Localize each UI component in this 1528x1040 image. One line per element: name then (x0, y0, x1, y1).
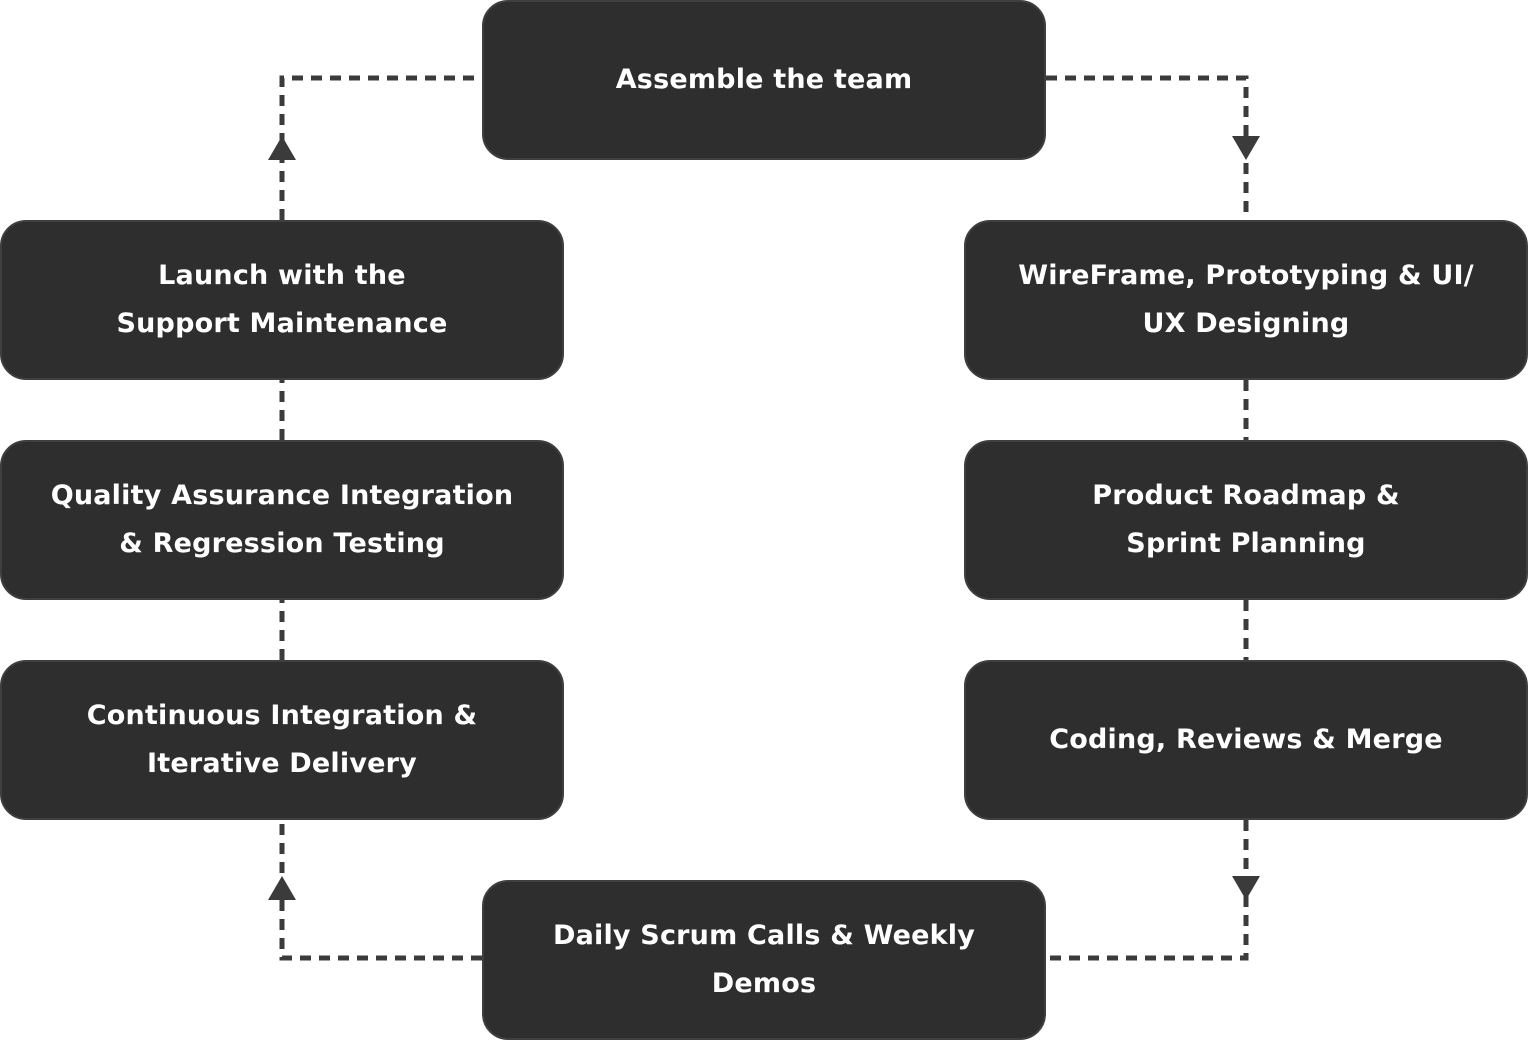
connector-scrum-to-ci (279, 820, 482, 961)
arrow-down-icon (1232, 136, 1260, 160)
arrow-up-icon (268, 876, 296, 900)
connector-assemble-to-wireframe (1046, 75, 1249, 220)
arrow-up-icon (268, 136, 296, 160)
node-wireframe-prototyping: WireFrame, Prototyping & UI/ UX Designin… (964, 220, 1528, 380)
connector-launch-to-assemble (279, 75, 482, 220)
node-daily-scrum: Daily Scrum Calls & Weekly Demos (482, 880, 1046, 1040)
node-quality-assurance: Quality Assurance Integration & Regressi… (0, 440, 564, 600)
node-product-roadmap: Product Roadmap & Sprint Planning (964, 440, 1528, 600)
node-coding-reviews: Coding, Reviews & Merge (964, 660, 1528, 820)
node-assemble-the-team: Assemble the team (482, 0, 1046, 160)
arrow-down-icon (1232, 876, 1260, 900)
node-launch-support: Launch with the Support Maintenance (0, 220, 564, 380)
node-continuous-integration: Continuous Integration & Iterative Deliv… (0, 660, 564, 820)
connector-coding-to-scrum (1046, 820, 1249, 961)
